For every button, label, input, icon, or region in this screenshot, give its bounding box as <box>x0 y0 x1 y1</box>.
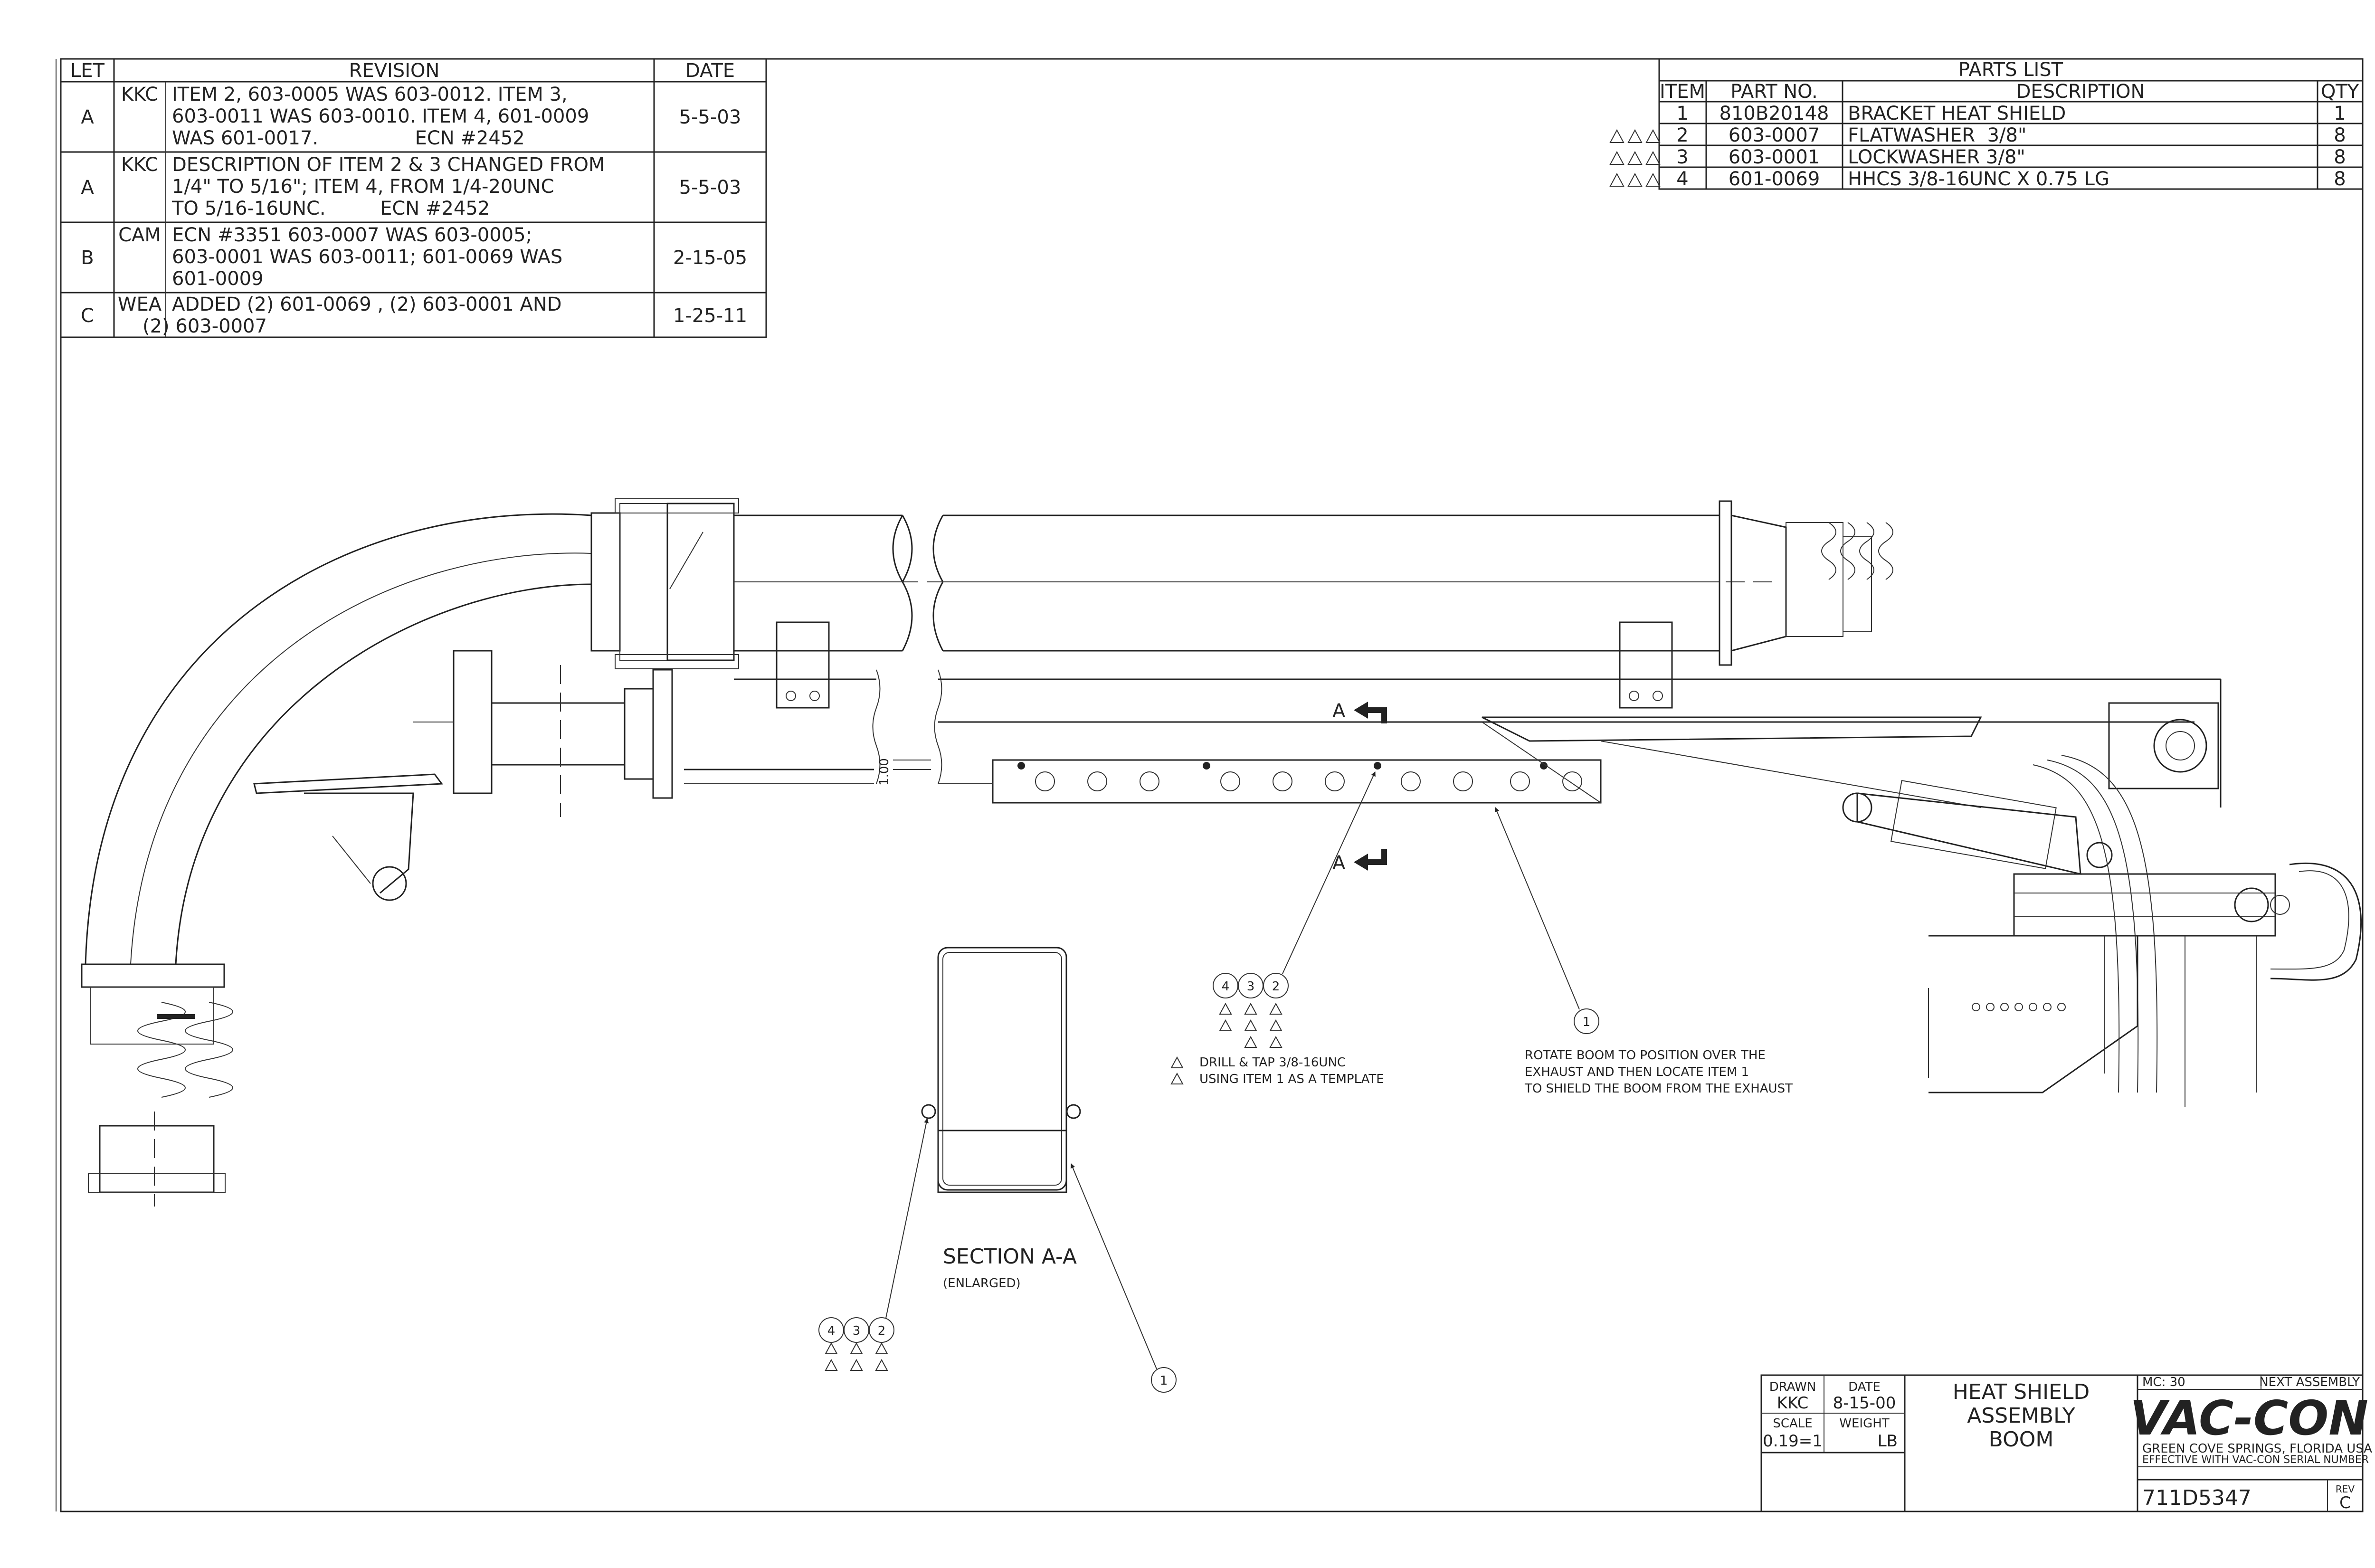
section-a-a-view: SECTION A-A (ENLARGED) <box>921 947 1081 1291</box>
parts-header-part-no: PART NO. <box>1730 81 1817 103</box>
parts-row-description: BRACKET HEAT SHIELD <box>1848 103 2066 124</box>
rev-row-line: 603-0001 WAS 603-0011; 601-0069 WAS <box>172 246 562 268</box>
rev-row-date: 1-25-11 <box>673 305 747 327</box>
scale-value: 0.19=1 <box>1763 1432 1823 1451</box>
drill-note-line: DRILL & TAP 3/8-16UNC <box>1199 1055 1346 1070</box>
title-block: DRAWN KKC DATE 8-15-00 SCALE 0.19=1 WEIG… <box>1760 1374 2372 1512</box>
parts-row-item: 3 <box>1676 146 1688 168</box>
balloon-item-2: 2 <box>1272 979 1280 994</box>
parts-row-item: 1 <box>1676 103 1688 124</box>
balloon-item-1: 1 <box>1160 1374 1168 1388</box>
rev-row-line: TO 5/16-16UNC. ECN #2452 <box>171 198 490 219</box>
balloon-item-4: 4 <box>1222 979 1230 994</box>
scale-label: SCALE <box>1773 1416 1812 1431</box>
parts-row-qty: 8 <box>2334 146 2346 168</box>
rev-row-let: B <box>81 247 94 269</box>
boom-holes <box>1035 771 1582 791</box>
drawn-label: DRAWN <box>1769 1380 1816 1394</box>
parts-row-qty: 8 <box>2334 124 2346 146</box>
rev-label: REV <box>2336 1483 2355 1495</box>
parts-header-qty: QTY <box>2321 81 2359 103</box>
rev-row-date: 2-15-05 <box>673 247 747 269</box>
parts-header-description: DESCRIPTION <box>2016 81 2145 103</box>
rev-row-line: ECN #3351 603-0007 WAS 603-0005; <box>172 224 532 246</box>
section-marker-top: A <box>1332 700 1346 722</box>
parts-row-qty: 8 <box>2334 168 2346 190</box>
company-location: GREEN COVE SPRINGS, FLORIDA USA <box>2142 1442 2372 1456</box>
balloon-item-3: 3 <box>853 1324 861 1338</box>
parts-row-item: 4 <box>1676 168 1688 190</box>
date-label: DATE <box>1848 1380 1881 1394</box>
drawing-title-line: BOOM <box>1989 1427 2054 1452</box>
rev-row-let: A <box>81 106 94 128</box>
next-assembly-label: NEXT ASSEMBLY <box>2259 1375 2360 1389</box>
revision-triangle-markers <box>1609 129 1661 187</box>
dimension-label: 1.00 <box>877 758 892 786</box>
rev-row-by: KKC <box>121 154 158 176</box>
parts-row-qty: 1 <box>2334 103 2346 124</box>
rev-row-by: WEA <box>118 294 162 315</box>
parts-list-title: PARTS LIST <box>1958 59 2063 81</box>
parts-row-description: FLATWASHER 3/8" <box>1848 124 2026 146</box>
rev-row-line: ADDED (2) 601-0069 , (2) 603-0001 AND <box>172 294 562 315</box>
drawn-value: KKC <box>1777 1394 1808 1413</box>
rev-row-let: C <box>81 305 94 327</box>
section-title: SECTION A-A <box>943 1245 1077 1269</box>
section-subtitle: (ENLARGED) <box>943 1276 1021 1291</box>
rev-row-by: KKC <box>121 84 158 105</box>
rev-header-let: LET <box>70 60 105 82</box>
callouts: 4 3 2 DRILL & TAP 3/8-16UNC USING ITEM 1… <box>818 771 1793 1393</box>
parts-row-description: HHCS 3/8-16UNC X 0.75 LG <box>1848 168 2109 190</box>
rev-row-line: ITEM 2, 603-0005 WAS 603-0012. ITEM 3, <box>172 84 568 105</box>
drawing-number: 711D5347 <box>2142 1486 2252 1510</box>
rev-row-line: 601-0009 <box>172 268 264 290</box>
balloon-item-2: 2 <box>878 1324 886 1338</box>
date-value: 8-15-00 <box>1833 1394 1896 1413</box>
section-marker-bottom: A <box>1332 852 1346 874</box>
drawing-title-line: HEAT SHIELD <box>1953 1380 2090 1404</box>
weight-unit: LB <box>1878 1432 1898 1451</box>
rotate-note-line: TO SHIELD THE BOOM FROM THE EXHAUST <box>1524 1082 1793 1096</box>
rev-header-date: DATE <box>685 60 735 82</box>
parts-row-part-no: 810B20148 <box>1719 103 1829 124</box>
weight-label: WEIGHT <box>1839 1416 1890 1431</box>
rev-header-revision: REVISION <box>349 60 440 82</box>
rev-row-line: 1/4" TO 5/16"; ITEM 4, FROM 1/4-20UNC <box>172 176 554 198</box>
rev-row-by: CAM <box>118 224 161 246</box>
rotate-note-line: EXHAUST AND THEN LOCATE ITEM 1 <box>1525 1065 1749 1079</box>
effective-note: EFFECTIVE WITH VAC-CON SERIAL NUMBER <box>2142 1454 2369 1466</box>
drill-note-line: USING ITEM 1 AS A TEMPLATE <box>1199 1072 1384 1086</box>
parts-list: PARTS LIST ITEM PART NO. DESCRIPTION QTY… <box>1609 58 2364 190</box>
parts-row-part-no: 603-0007 <box>1729 124 1820 146</box>
mc-label: MC: 30 <box>2142 1375 2185 1389</box>
parts-row-description: LOCKWASHER 3/8" <box>1848 146 2025 168</box>
drawing-border <box>60 58 2364 1512</box>
parts-row-item: 2 <box>1676 124 1688 146</box>
boom-assembly-drawing: 1.00 A A <box>81 498 2362 1207</box>
balloon-item-3: 3 <box>1247 979 1255 994</box>
parts-header-item: ITEM <box>1660 81 1705 103</box>
rotate-note-line: ROTATE BOOM TO POSITION OVER THE <box>1525 1048 1766 1063</box>
rev-row-line: DESCRIPTION OF ITEM 2 & 3 CHANGED FROM <box>172 154 605 176</box>
parts-row-part-no: 603-0001 <box>1729 146 1820 168</box>
balloon-item-4: 4 <box>827 1324 836 1338</box>
parts-row-part-no: 601-0069 <box>1729 168 1820 190</box>
drawing-title-line: ASSEMBLY <box>1967 1404 2075 1428</box>
rev-row-date: 5-5-03 <box>679 106 741 128</box>
revision-table: LET REVISION DATE A KKC ITEM 2, 603-0005… <box>60 58 767 338</box>
rev-row-line: WAS 601-0017. ECN #2452 <box>172 127 525 149</box>
rev-row-let: A <box>81 177 94 199</box>
rev-value: C <box>2339 1493 2351 1512</box>
rev-row-line: (2) 603-0007 <box>142 315 267 337</box>
company-logo: VAC-CON <box>2130 1390 2368 1446</box>
balloon-item-1: 1 <box>1583 1015 1591 1029</box>
rev-row-date: 5-5-03 <box>679 177 741 199</box>
rev-row-line: 603-0011 WAS 603-0010. ITEM 4, 601-0009 <box>172 105 589 127</box>
